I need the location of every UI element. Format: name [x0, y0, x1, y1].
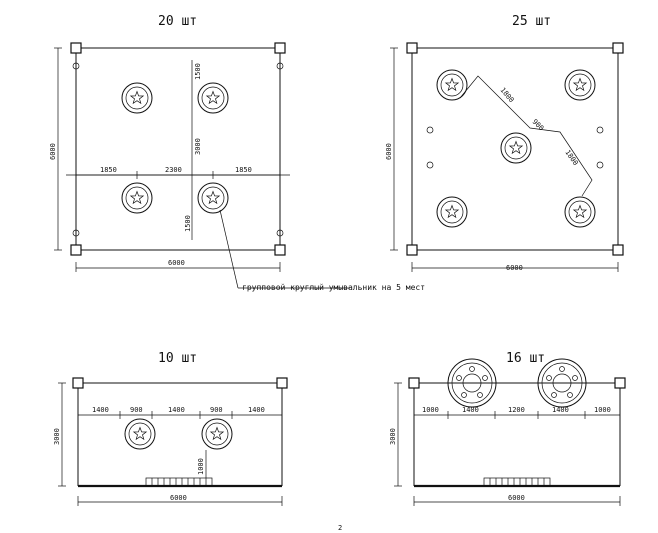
dim-label: 1500: [194, 63, 202, 80]
round-washbasin-large: [447, 358, 497, 408]
washbasin-symbol: [124, 418, 156, 450]
washbasin-symbol: [436, 196, 468, 228]
washbasin-symbol: [564, 196, 596, 228]
round-washbasin-large: [537, 358, 587, 408]
dim-label: 1200: [508, 406, 525, 414]
dim-label: 1800: [498, 86, 515, 104]
washbasin-symbol: [564, 69, 596, 101]
plan-25: 25 шт 1800 900 1800 6000 6000: [385, 14, 624, 272]
dim-label: 1850: [235, 166, 252, 174]
washbasin-symbol: [201, 418, 233, 450]
dim-label: 6000: [508, 494, 525, 502]
column: [408, 377, 420, 389]
column: [276, 377, 288, 389]
dim-label: 6000: [49, 143, 57, 160]
dim-label: 3000: [389, 428, 397, 445]
column: [612, 244, 624, 256]
dim-label: 1500: [184, 215, 192, 232]
washbasin-symbol: [436, 69, 468, 101]
plan-20: 20 шт 1850 2300 1850 1500 3000 1500: [49, 14, 290, 272]
plan-25-title: 25 шт: [512, 14, 551, 29]
dim-label: 1400: [168, 406, 185, 414]
plan-16-title: 16 шт: [506, 351, 545, 366]
washbasin-symbol: [500, 132, 532, 164]
plan-10-title: 10 шт: [158, 351, 197, 366]
dim-label: 1800: [563, 149, 579, 167]
column: [612, 42, 624, 54]
callout: групповой круглый умывальник на 5 мест: [219, 209, 425, 292]
dim-label: 3000: [53, 428, 61, 445]
dim-label: 1000: [422, 406, 439, 414]
dim-label: 1400: [248, 406, 265, 414]
dim-label: 6000: [168, 259, 185, 267]
column: [70, 244, 82, 256]
dim-label: 1400: [552, 406, 569, 414]
dim-label: 1400: [462, 406, 479, 414]
callout-text: групповой круглый умывальник на 5 мест: [242, 283, 425, 292]
dim-label: 3000: [194, 138, 202, 155]
dim-label: 1000: [594, 406, 611, 414]
dim-label: 900: [531, 118, 546, 133]
column: [406, 42, 418, 54]
dim-label: 2300: [165, 166, 182, 174]
plan-16: 16 шт 1000 1400 120: [389, 351, 626, 506]
dim-label: 900: [130, 406, 143, 414]
plan-20-title: 20 шт: [158, 14, 197, 29]
page-number: 2: [338, 524, 342, 532]
column: [274, 244, 286, 256]
dim-label: 1000: [197, 458, 205, 475]
dim-label: 6000: [385, 143, 393, 160]
dim-label: 900: [210, 406, 223, 414]
column: [72, 377, 84, 389]
washbasin-symbol: [121, 182, 153, 214]
dim-label: 1850: [100, 166, 117, 174]
dim-label: 1400: [92, 406, 109, 414]
plan-10: 10 шт 1400 900 1400 900 1400 1000: [53, 351, 288, 506]
column: [614, 377, 626, 389]
washbasin-symbol: [197, 182, 229, 214]
column: [274, 42, 286, 54]
dim-label: 6000: [170, 494, 187, 502]
washbasin-symbol: [121, 82, 153, 114]
dim-label: 6000: [506, 264, 523, 272]
washbasin-symbol: [197, 82, 229, 114]
column: [406, 244, 418, 256]
column: [70, 42, 82, 54]
